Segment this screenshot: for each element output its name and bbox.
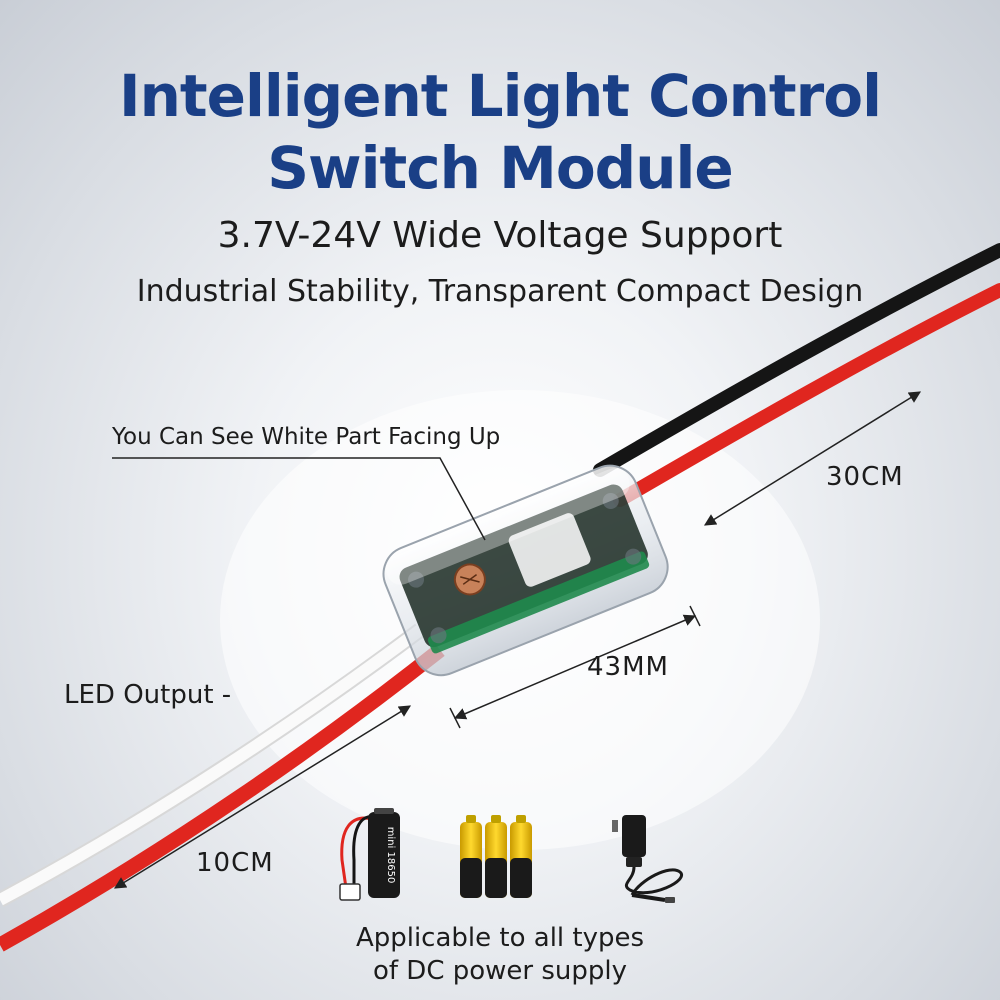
title-line-1: Intelligent Light Control (119, 62, 882, 130)
module-length-tick-right (689, 605, 701, 627)
facing-up-pointer (112, 457, 486, 541)
input-length-arrow (703, 391, 922, 526)
module-length-label: 43MM (587, 652, 669, 682)
subtitle-design: Industrial Stability, Transparent Compac… (136, 274, 864, 309)
facing-up-label: You Can See White Part Facing Up (112, 424, 501, 450)
module-length-arrow (453, 614, 697, 720)
subtitle-voltage: 3.7V-24V Wide Voltage Support (217, 215, 783, 256)
input-wires (593, 243, 1000, 507)
output-length-arrow (113, 705, 412, 889)
module-length-tick-left (449, 707, 461, 729)
output-length-label: 10CM (196, 848, 274, 878)
title-line-2: Switch Module (267, 134, 733, 202)
led-output-label: LED Output - (64, 680, 232, 710)
footer-line-1: Applicable to all types (355, 923, 645, 953)
battery-pack-icon: mini 18650 (339, 808, 400, 901)
input-length-label: 30CM (826, 462, 904, 492)
aa-batteries-icon (460, 815, 532, 898)
footer-line-2: of DC power supply (372, 956, 628, 986)
battery-label-text: mini 18650 (385, 827, 396, 884)
switch-module (382, 464, 669, 677)
power-adapter-icon (612, 815, 684, 903)
